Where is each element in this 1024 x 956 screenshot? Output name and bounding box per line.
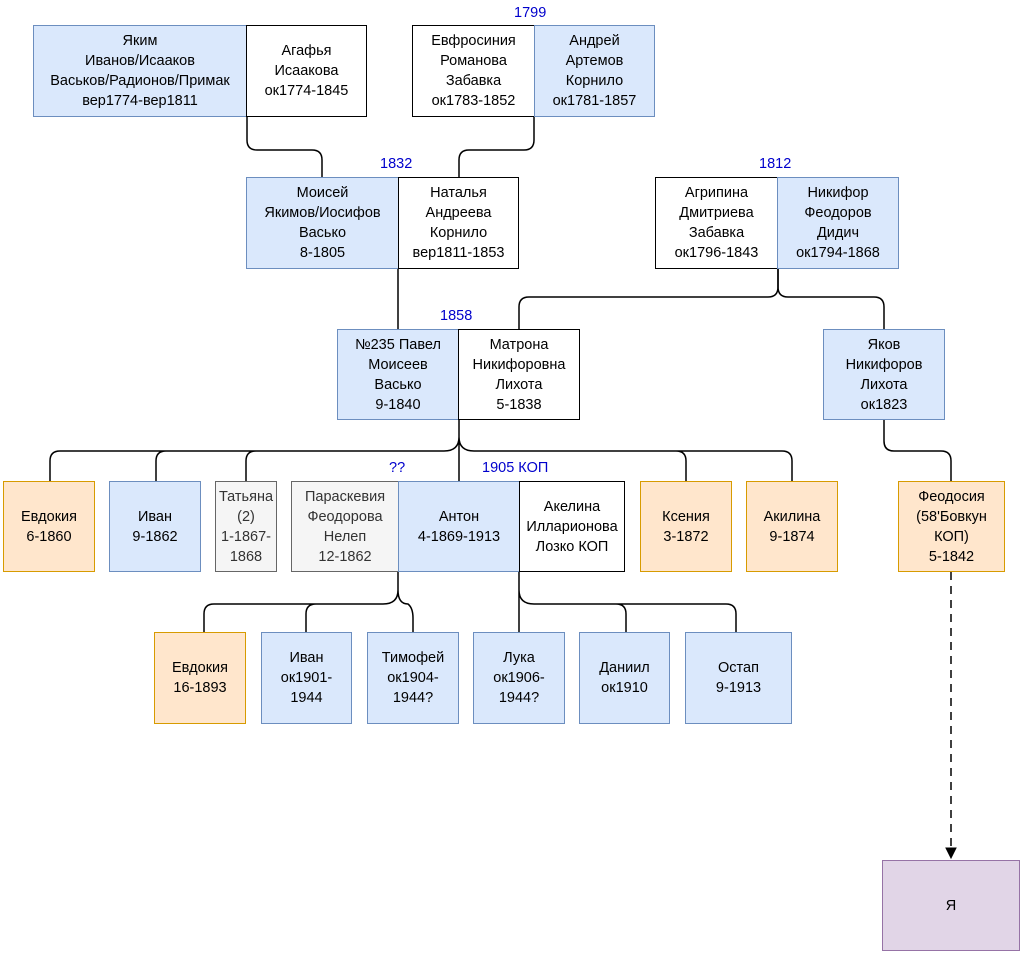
person-anton[interactable]: Антон 4-1869-1913	[398, 481, 520, 572]
person-luka[interactable]: Лука ок1906- 1944?	[473, 632, 565, 724]
person-evfrosiniya[interactable]: Евфросиния Романова Забавка ок1783-1852	[412, 25, 535, 117]
person-ivan-1901[interactable]: Иван ок1901- 1944	[261, 632, 352, 724]
marriage-year-1812: 1812	[759, 156, 792, 172]
person-kseniya[interactable]: Ксения 3-1872	[640, 481, 732, 572]
connector-anton-children	[203, 572, 414, 632]
person-yakov[interactable]: Яков Никифоров Лихота ок1823	[823, 329, 945, 420]
person-akilina[interactable]: Акилина 9-1874	[746, 481, 838, 572]
person-evdokiya-1893[interactable]: Евдокия 16-1893	[154, 632, 246, 724]
marriage-year-1858: 1858	[440, 308, 473, 324]
connector-yakim-agafya-to-moisey	[246, 117, 323, 178]
connector-yakov-to-feodosiya	[883, 420, 952, 481]
person-daniil[interactable]: Даниил ок1910	[579, 632, 670, 724]
arrow-head	[945, 847, 957, 860]
person-pavel[interactable]: №235 Павел Моисеев Васько 9-1840	[337, 329, 459, 420]
person-agripina[interactable]: Агрипина Дмитриева Забавка ок1796-1843	[655, 177, 778, 269]
person-nikifor[interactable]: Никифор Феодоров Дидич ок1794-1868	[777, 177, 899, 269]
person-paraskeviya[interactable]: Параскевия Феодорова Нелеп 12-1862	[291, 481, 399, 572]
person-feodosiya[interactable]: Феодосия (58'Бовкун КОП) 5-1842	[898, 481, 1005, 572]
connector-agripina-nikifor-to-matrona	[518, 269, 779, 329]
person-ostap[interactable]: Остап 9-1913	[685, 632, 792, 724]
person-tatyana[interactable]: Татьяна (2) 1-1867- 1868	[215, 481, 277, 572]
marriage-year-unknown: ??	[389, 460, 406, 476]
connector-evfrosiniya-andrey-to-natalya	[458, 117, 535, 178]
marriage-year-1832: 1832	[380, 156, 413, 172]
person-timofey[interactable]: Тимофей ок1904- 1944?	[367, 632, 459, 724]
person-evdokiya-1860[interactable]: Евдокия 6-1860	[3, 481, 95, 572]
person-natalya[interactable]: Наталья Андреева Корнило вер1811-1853	[398, 177, 519, 269]
person-akelina[interactable]: Акелина Илларионова Лозко КОП	[519, 481, 625, 572]
marriage-year-1905: 1905 КОП	[482, 460, 549, 476]
person-yakim[interactable]: Яким Иванов/Исааков Васьков/Радионов/При…	[33, 25, 247, 117]
person-matrona[interactable]: Матрона Никифоровна Лихота 5-1838	[458, 329, 580, 420]
connector-anton-akelina-children	[518, 572, 737, 632]
connector-agripina-nikifor-to-yakov	[777, 269, 885, 329]
person-ya[interactable]: Я	[882, 860, 1020, 951]
connector-pavel-matrona-children	[49, 420, 793, 481]
person-andrey[interactable]: Андрей Артемов Корнило ок1781-1857	[534, 25, 655, 117]
person-ivan-1862[interactable]: Иван 9-1862	[109, 481, 201, 572]
person-agafya[interactable]: Агафья Исаакова ок1774-1845	[246, 25, 367, 117]
marriage-year-1799: 1799	[514, 5, 547, 21]
person-moisey[interactable]: Моисей Якимов/Иосифов Васько 8-1805	[246, 177, 399, 269]
